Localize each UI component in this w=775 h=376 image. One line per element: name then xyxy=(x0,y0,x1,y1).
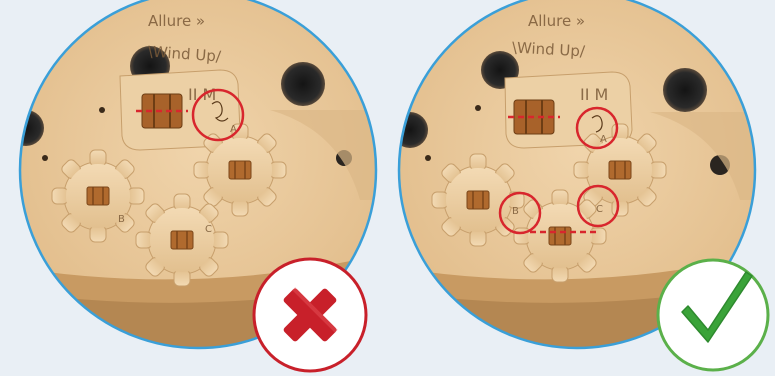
gear xyxy=(514,190,606,282)
right-panel: Allure » \Wind Up/ II M B C A xyxy=(380,0,775,376)
gear xyxy=(52,150,144,242)
mechanism-hole xyxy=(281,62,325,106)
gear-mark: B xyxy=(118,214,125,225)
incorrect-badge xyxy=(254,259,366,371)
gear xyxy=(136,194,228,286)
gear-mark: C xyxy=(205,224,212,235)
gear-mark: A xyxy=(600,134,607,145)
correct-badge xyxy=(658,260,768,370)
gear xyxy=(432,154,524,246)
mechanism-hole xyxy=(392,112,428,148)
allure-engraving: Allure » xyxy=(528,12,585,30)
left-panel: Allure » \Wind Up/ II M B C A xyxy=(0,0,400,376)
im-engraving: II M xyxy=(580,85,608,104)
gear-mark: B xyxy=(512,206,519,217)
allure-engraving: Allure » xyxy=(148,12,205,30)
gear-mark: C xyxy=(596,204,603,215)
mechanism-hole xyxy=(663,68,707,112)
